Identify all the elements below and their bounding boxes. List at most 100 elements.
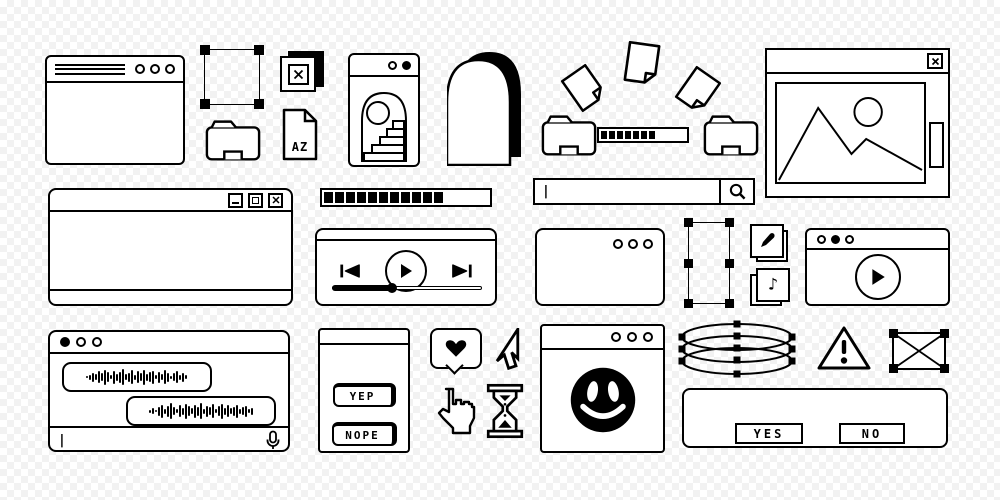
selection-frame[interactable] bbox=[684, 218, 734, 308]
resize-handle[interactable] bbox=[725, 218, 734, 227]
music-app-icon[interactable]: ♪ bbox=[750, 268, 790, 308]
message-input[interactable]: | bbox=[50, 426, 288, 452]
voice-chat-window: | bbox=[48, 330, 290, 452]
flying-papers bbox=[560, 40, 740, 125]
blank-window bbox=[535, 228, 665, 306]
resize-handle[interactable] bbox=[725, 258, 734, 268]
no-button-label: NO bbox=[861, 426, 883, 441]
window-dot bbox=[611, 332, 621, 342]
wireframe-rings bbox=[678, 320, 796, 382]
play-button[interactable] bbox=[854, 254, 901, 300]
play-icon bbox=[871, 269, 885, 285]
window-dots bbox=[613, 239, 653, 249]
stairs-art bbox=[361, 91, 407, 162]
window-dot bbox=[76, 337, 86, 347]
confirm-dialog-small: YEP NOPE bbox=[318, 328, 410, 453]
search-input[interactable]: | bbox=[535, 180, 719, 203]
text-cursor: | bbox=[58, 432, 66, 448]
resize-handle[interactable] bbox=[200, 45, 210, 55]
file-label: AZ bbox=[291, 140, 309, 154]
brush-icon bbox=[761, 233, 775, 247]
minimize-icon bbox=[232, 202, 239, 204]
loading-progress-bar bbox=[320, 188, 492, 207]
nope-button[interactable]: NOPE bbox=[331, 422, 397, 446]
browser-window bbox=[45, 55, 185, 165]
folder-icon[interactable] bbox=[540, 112, 598, 158]
yes-button[interactable]: YES bbox=[735, 423, 803, 444]
resize-handle[interactable] bbox=[684, 258, 693, 268]
window-dot bbox=[388, 60, 397, 70]
folder-icon[interactable] bbox=[702, 112, 760, 158]
video-player-window bbox=[805, 228, 950, 306]
like-notification[interactable] bbox=[430, 328, 482, 378]
window-dot bbox=[845, 234, 854, 244]
window-dot bbox=[150, 64, 160, 74]
search-button[interactable] bbox=[719, 180, 753, 203]
window-dot bbox=[165, 64, 175, 74]
nope-button-label: NOPE bbox=[345, 428, 380, 442]
stairs-window bbox=[348, 53, 420, 167]
az-file-icon[interactable]: AZ bbox=[281, 107, 319, 162]
maximize-button[interactable] bbox=[248, 192, 263, 208]
window-dot bbox=[92, 337, 102, 347]
window-dot bbox=[135, 64, 145, 74]
hand-cursor-icon bbox=[430, 386, 476, 440]
transfer-progress-bar bbox=[597, 127, 689, 143]
window-dot bbox=[60, 337, 70, 347]
voice-message-bubble[interactable] bbox=[126, 396, 276, 426]
paint-app-icon[interactable] bbox=[750, 224, 790, 264]
image-frame bbox=[775, 82, 926, 184]
seek-slider[interactable] bbox=[332, 283, 482, 293]
window-dot bbox=[817, 234, 826, 244]
heart-icon bbox=[445, 340, 467, 357]
minimize-button[interactable] bbox=[228, 192, 243, 208]
microphone-icon[interactable] bbox=[266, 430, 280, 450]
resize-handle[interactable] bbox=[200, 99, 210, 109]
window-dot bbox=[831, 234, 840, 244]
media-player-window bbox=[315, 228, 497, 306]
window-dot bbox=[643, 239, 653, 249]
paper-icon bbox=[674, 65, 722, 109]
desktop-window bbox=[48, 188, 293, 306]
close-button[interactable] bbox=[927, 53, 943, 69]
close-file-icon[interactable] bbox=[280, 51, 325, 95]
waveform bbox=[64, 364, 210, 390]
smiley-face bbox=[570, 367, 635, 432]
close-icon bbox=[271, 196, 280, 204]
selection-box[interactable] bbox=[200, 45, 264, 109]
paper-icon bbox=[623, 40, 661, 84]
resize-handle[interactable] bbox=[725, 299, 734, 308]
resize-handle[interactable] bbox=[684, 299, 693, 308]
window-dot bbox=[613, 239, 623, 249]
voice-message-bubble[interactable] bbox=[62, 362, 212, 392]
next-button[interactable] bbox=[451, 263, 473, 279]
no-button[interactable]: NO bbox=[839, 423, 905, 444]
close-button[interactable] bbox=[268, 192, 283, 208]
seek-fill bbox=[332, 285, 392, 291]
yep-button-label: YEP bbox=[349, 389, 376, 403]
folder-icon[interactable] bbox=[204, 117, 262, 163]
arrow-cursor-icon bbox=[492, 328, 524, 372]
smiley-window bbox=[540, 324, 665, 453]
yes-button-label: YES bbox=[753, 426, 785, 441]
resize-handle[interactable] bbox=[684, 218, 693, 227]
mountain-photo bbox=[778, 97, 923, 181]
search-bar: | bbox=[533, 178, 755, 205]
resize-handle[interactable] bbox=[254, 45, 264, 55]
maximize-icon bbox=[252, 196, 259, 204]
music-note-icon: ♪ bbox=[767, 274, 779, 295]
previous-button[interactable] bbox=[339, 263, 361, 279]
yep-button[interactable]: YEP bbox=[332, 383, 396, 407]
window-dot bbox=[643, 332, 653, 342]
warning-icon bbox=[815, 324, 873, 374]
text-cursor: | bbox=[542, 184, 550, 199]
window-dots bbox=[135, 64, 175, 74]
search-icon bbox=[729, 183, 745, 200]
play-icon bbox=[401, 264, 412, 278]
resize-handle[interactable] bbox=[254, 99, 264, 109]
window-dot bbox=[402, 60, 411, 70]
scrollbar-thumb[interactable] bbox=[929, 122, 944, 168]
seek-thumb[interactable] bbox=[387, 283, 397, 293]
hourglass-icon bbox=[486, 382, 524, 440]
window-dot bbox=[628, 239, 638, 249]
